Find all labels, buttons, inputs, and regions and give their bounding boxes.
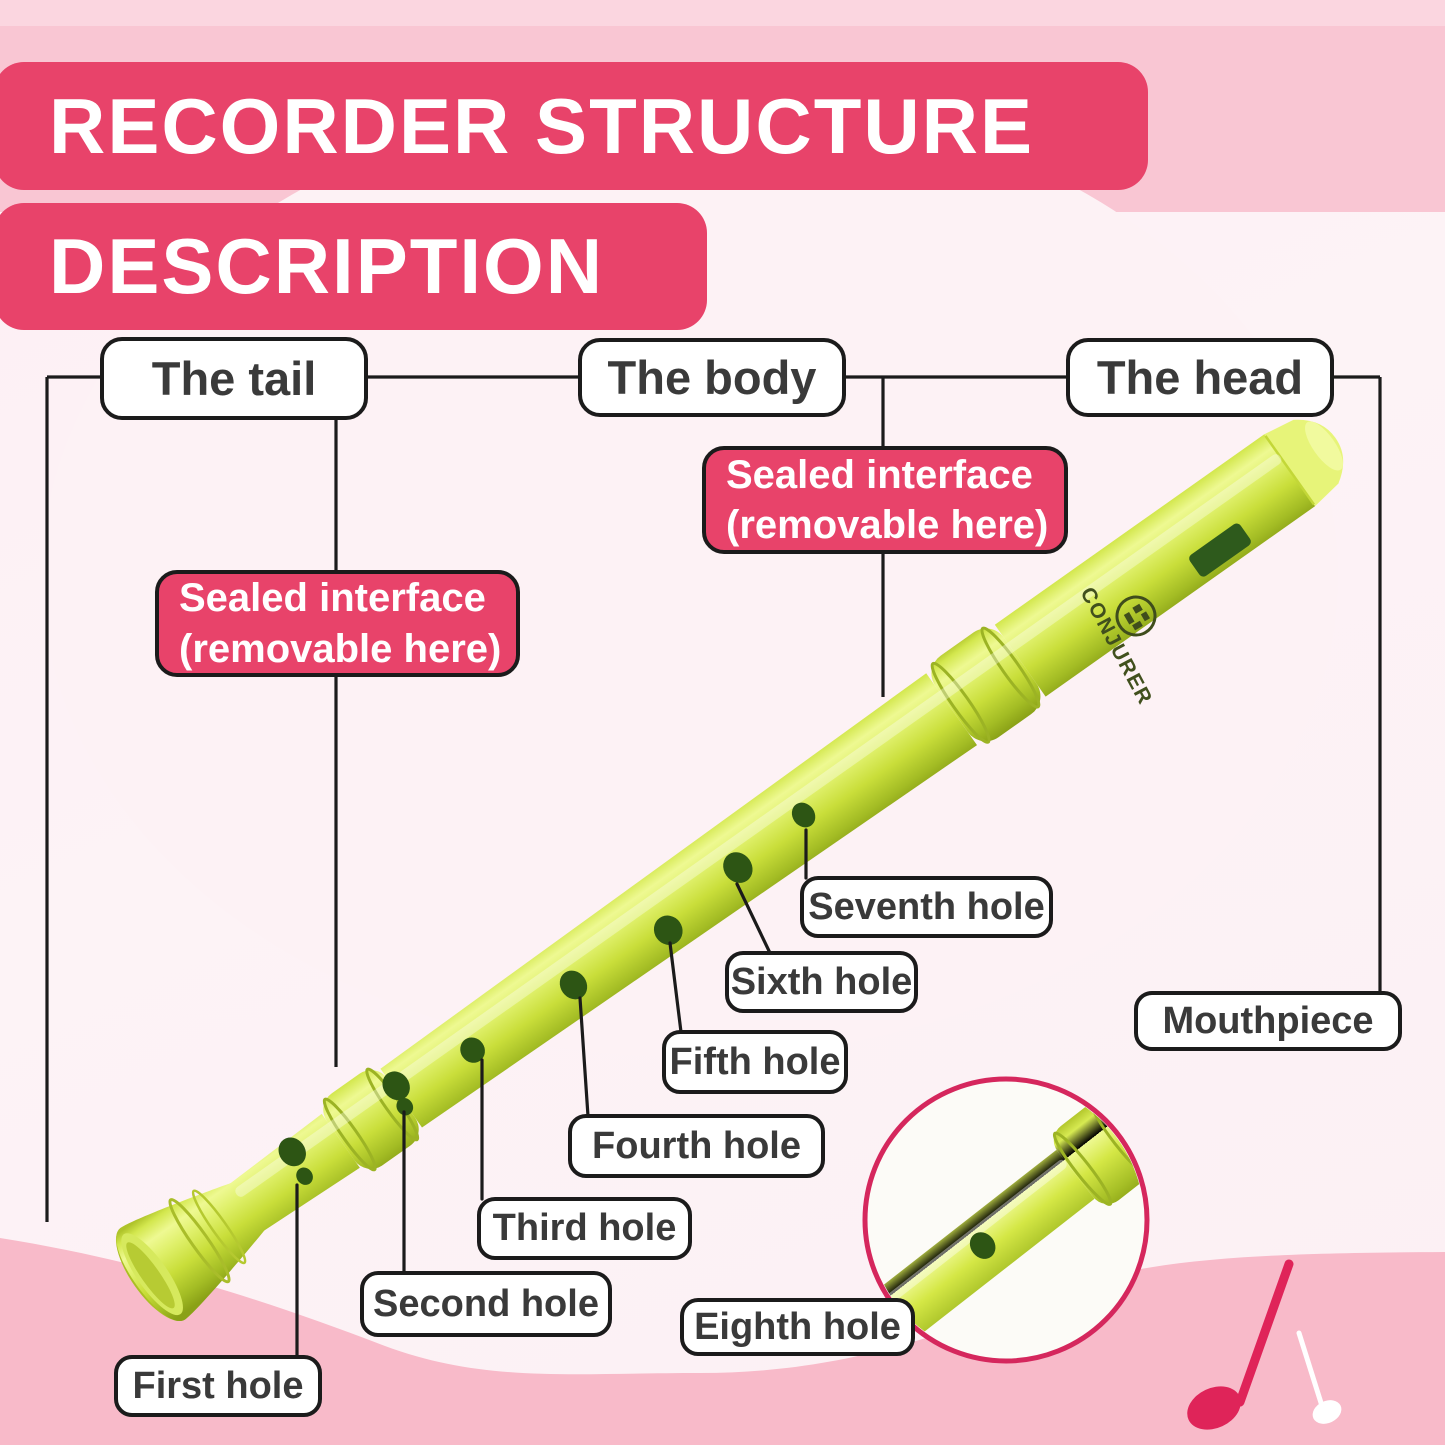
page-title: RECORDER STRUCTURE <box>0 62 1148 190</box>
label-fifth-hole: Fifth hole <box>662 1030 848 1094</box>
callout-sealed-interface-top: Sealed interface (removable here) <box>702 446 1068 554</box>
hole-fifth <box>653 915 683 945</box>
tail-tube <box>229 1113 360 1232</box>
label-first-hole-text: First hole <box>132 1364 304 1407</box>
hole-second <box>382 1071 410 1101</box>
tube-highlight <box>235 454 1282 1197</box>
hole-eighth <box>969 1232 996 1259</box>
label-sixth-hole: Sixth hole <box>725 951 918 1013</box>
hole-connector-lines <box>295 828 808 1359</box>
joint-ring <box>365 1067 420 1142</box>
hole-fourth <box>559 970 588 1000</box>
label-seventh-hole-text: Seventh hole <box>808 885 1045 928</box>
section-label-tail-text: The tail <box>151 352 317 405</box>
callout-sealed-interface-left: Sealed interface (removable here) <box>155 570 520 677</box>
hole-sixth <box>723 852 753 883</box>
section-label-head-text: The head <box>1096 351 1304 404</box>
label-seventh-hole: Seventh hole <box>800 876 1053 938</box>
section-label-tail: The tail <box>100 337 368 420</box>
callout-line2: (removable here) <box>726 503 1049 547</box>
hole-first <box>278 1137 306 1167</box>
callout-line1: Sealed interface <box>726 452 1033 497</box>
page-subtitle: DESCRIPTION <box>0 203 707 330</box>
callout-line1: Sealed interface <box>179 576 486 621</box>
finger-holes <box>278 802 816 1185</box>
body-tube <box>380 673 978 1128</box>
head-tube <box>994 434 1316 697</box>
label-sixth-hole-text: Sixth hole <box>730 960 913 1003</box>
label-third-hole: Third hole <box>477 1197 692 1260</box>
label-first-hole: First hole <box>114 1355 322 1417</box>
joint-ring <box>322 1097 377 1172</box>
label-eighth-hole-text: Eighth hole <box>694 1305 901 1348</box>
label-second-hole: Second hole <box>360 1271 612 1337</box>
mouthpiece-tip-face <box>1305 421 1344 471</box>
beak-seam <box>1264 435 1315 506</box>
page-subtitle-text: DESCRIPTION <box>49 222 605 310</box>
label-second-hole-text: Second hole <box>373 1282 599 1325</box>
label-fourth-hole: Fourth hole <box>568 1114 825 1178</box>
hole-third <box>460 1037 485 1063</box>
section-label-body: The body <box>578 338 846 417</box>
music-note-white-icon <box>1296 1330 1342 1424</box>
bell-ring <box>168 1198 231 1284</box>
label-mouthpiece-text: Mouthpiece <box>1162 999 1374 1042</box>
section-label-body-text: The body <box>607 351 817 404</box>
cloud-shape <box>42 93 1338 1057</box>
section-label-head: The head <box>1066 338 1334 417</box>
label-eighth-hole: Eighth hole <box>680 1298 915 1356</box>
recorder-illustration <box>115 419 1344 1322</box>
bell-ring <box>191 1189 247 1265</box>
page-title-text: RECORDER STRUCTURE <box>49 81 1035 170</box>
label-mouthpiece: Mouthpiece <box>1134 991 1402 1051</box>
top-wave-band <box>0 0 1445 1057</box>
label-fifth-hole-text: Fifth hole <box>669 1040 841 1083</box>
callout-line2: (removable here) <box>179 626 502 671</box>
windway-slot <box>1189 523 1251 577</box>
label-third-hole-text: Third hole <box>492 1207 677 1249</box>
joint-ring <box>980 626 1041 709</box>
joint-ring <box>930 661 991 744</box>
brand-logo-icon <box>1115 595 1157 637</box>
hole-second-small <box>396 1097 414 1116</box>
music-note-pink-icon <box>1187 1259 1294 1430</box>
hole-first-small <box>296 1167 313 1185</box>
hole-seventh <box>791 802 816 828</box>
label-fourth-hole-text: Fourth hole <box>592 1124 801 1167</box>
bell-face-inner <box>126 1242 175 1309</box>
